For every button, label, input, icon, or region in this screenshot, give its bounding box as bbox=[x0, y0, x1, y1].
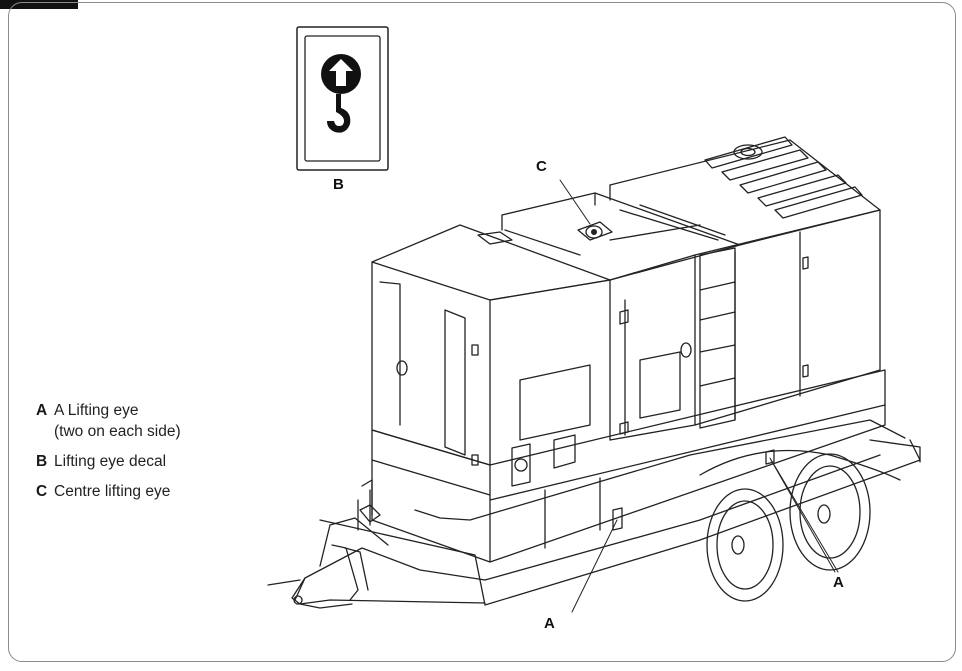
legend-key: A bbox=[36, 402, 48, 419]
generator-enclosure-right bbox=[609, 136, 881, 429]
callout-a-rear: A bbox=[833, 574, 844, 591]
trailer-drawbar bbox=[267, 479, 486, 609]
centre-lifting-eye bbox=[559, 179, 613, 241]
legend-text: Centre lifting eye bbox=[54, 483, 171, 500]
generator-base bbox=[371, 369, 886, 563]
section-tab bbox=[0, 0, 78, 9]
generator-enclosure-middle bbox=[477, 192, 741, 441]
callout-b: B bbox=[333, 176, 344, 193]
trailer-chassis bbox=[319, 419, 921, 606]
legend-text: A Lifting eye (two on each side) bbox=[54, 402, 181, 440]
lifting-eye-decal bbox=[296, 26, 389, 171]
legend-key: B bbox=[36, 453, 48, 470]
legend-key: C bbox=[36, 483, 48, 500]
legend: A A Lifting eye (two on each side) B Lif… bbox=[36, 400, 181, 511]
legend-text: Lifting eye decal bbox=[54, 453, 167, 470]
figure-frame bbox=[8, 2, 956, 662]
legend-item-a: A A Lifting eye (two on each side) bbox=[36, 400, 181, 442]
callout-leader-lines bbox=[571, 457, 839, 613]
legend-item-c: C Centre lifting eye bbox=[36, 481, 181, 502]
trailer-wheels bbox=[699, 449, 901, 602]
callout-a-front: A bbox=[544, 615, 555, 632]
legend-item-b: B Lifting eye decal bbox=[36, 451, 181, 472]
callout-c: C bbox=[536, 158, 547, 175]
generator-enclosure-left bbox=[371, 224, 611, 487]
